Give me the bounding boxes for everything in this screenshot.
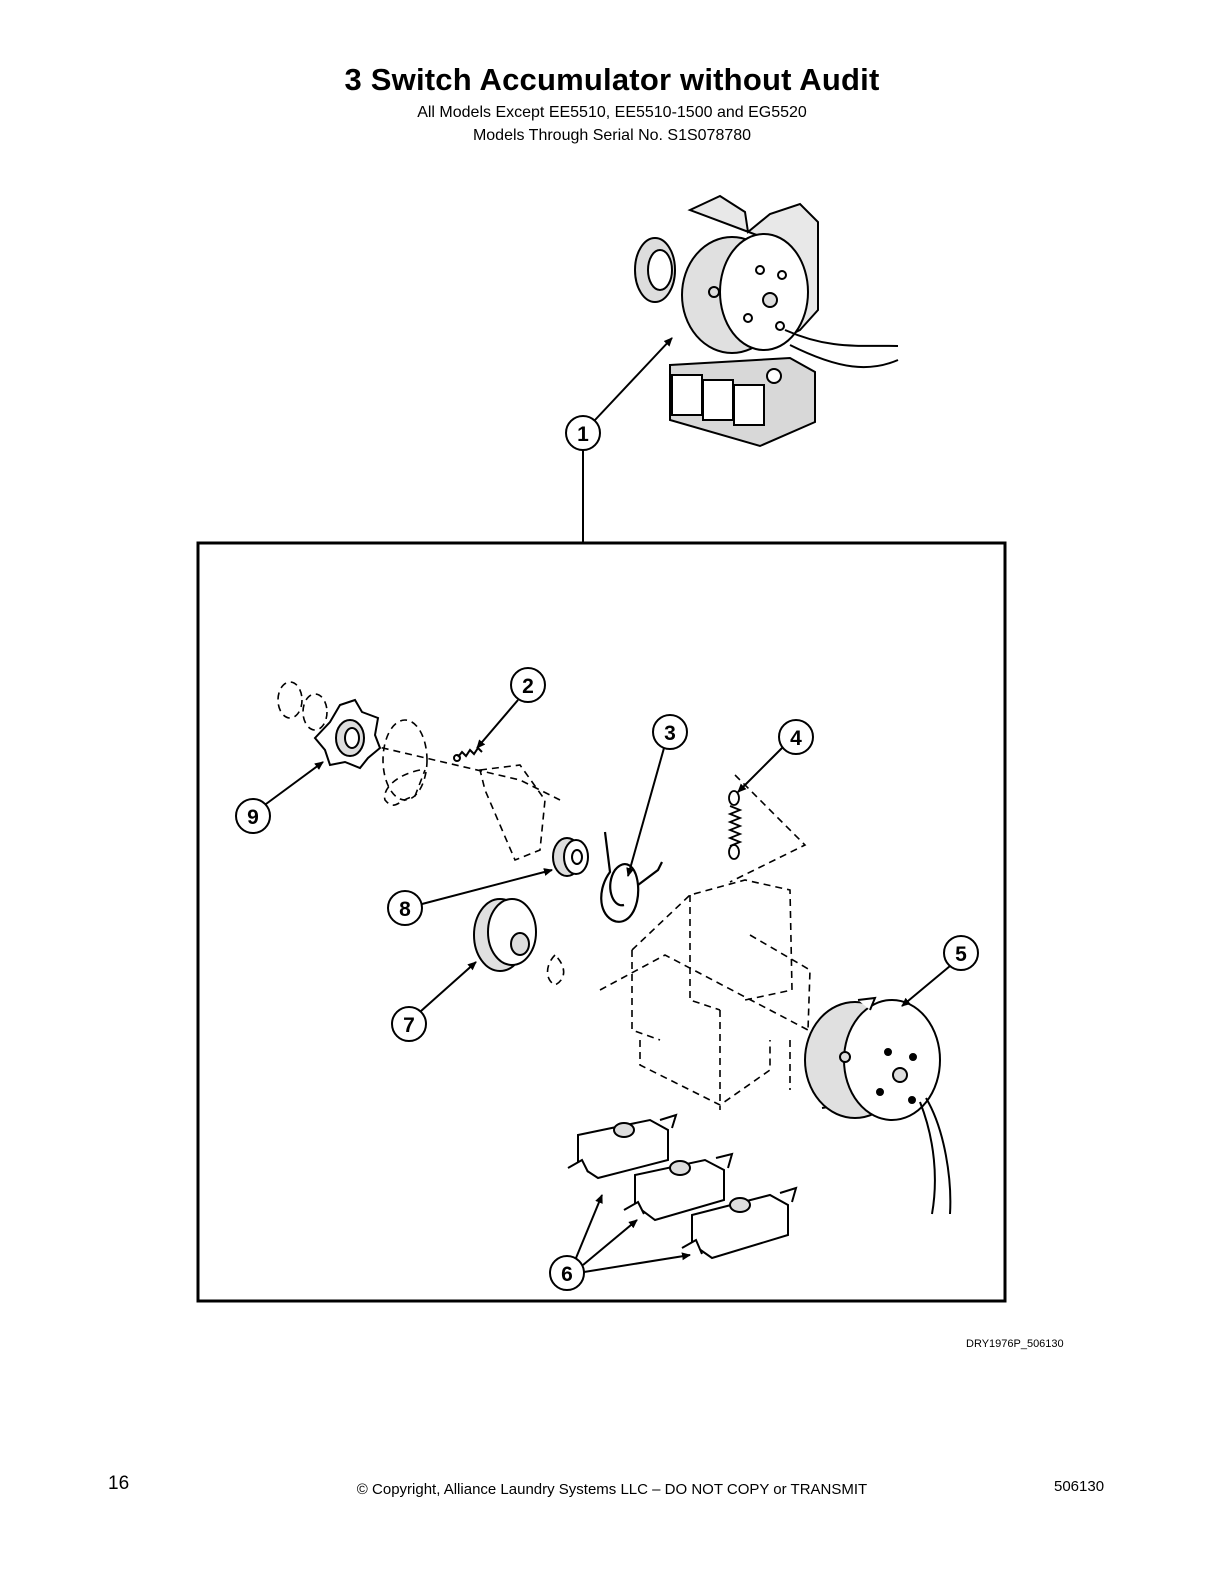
part-4-extension-spring <box>727 790 743 860</box>
callout-8-label: 8 <box>399 898 411 921</box>
callout-9: 9 <box>235 761 324 834</box>
figure-code: DRY1976P_506130 <box>966 1338 1064 1350</box>
switch-2 <box>623 1152 734 1222</box>
part-7-cam-hub <box>473 898 537 972</box>
callout-4: 4 <box>737 719 814 793</box>
callout-9-label: 9 <box>247 806 259 829</box>
callout-4-label: 4 <box>790 727 802 750</box>
callout-2: 2 <box>476 667 546 749</box>
copyright-notice: © Copyright, Alliance Laundry Systems LL… <box>356 1481 868 1498</box>
callout-1-label: 1 <box>577 423 589 446</box>
exploded-view-frame <box>196 541 1007 1303</box>
phantom-lines <box>277 681 811 1110</box>
page-title: 3 Switch Accumulator without Audit <box>344 62 880 97</box>
callout-5-label: 5 <box>955 943 967 966</box>
document-number: 506130 <box>1054 1478 1105 1495</box>
page-number: 16 <box>108 1473 130 1494</box>
subtitle-serial: Models Through Serial No. S1S078780 <box>472 127 752 144</box>
part-6-switches <box>567 1113 798 1260</box>
callout-6: 6 <box>549 1194 691 1291</box>
callout-3: 3 <box>626 714 688 877</box>
callout-2-label: 2 <box>522 675 534 698</box>
callout-1: 1 <box>565 337 673 542</box>
switch-1 <box>567 1113 678 1180</box>
part-5-timer-motor <box>804 996 952 1215</box>
callout-5: 5 <box>901 935 979 1007</box>
callout-3-label: 3 <box>664 722 676 745</box>
part-2-small-spring <box>453 746 483 762</box>
subtitle-models: All Models Except EE5510, EE5510-1500 an… <box>417 104 807 121</box>
part-3-torsion-spring <box>600 831 663 923</box>
callout-7-label: 7 <box>403 1014 415 1037</box>
switch-3 <box>681 1186 798 1260</box>
callout-6-label: 6 <box>561 1263 573 1286</box>
callout-7: 7 <box>391 961 477 1042</box>
part-9-sprocket <box>313 698 382 770</box>
part-8-bushing <box>552 837 589 877</box>
callout-8: 8 <box>387 868 553 926</box>
accumulator-assembly <box>634 194 899 448</box>
